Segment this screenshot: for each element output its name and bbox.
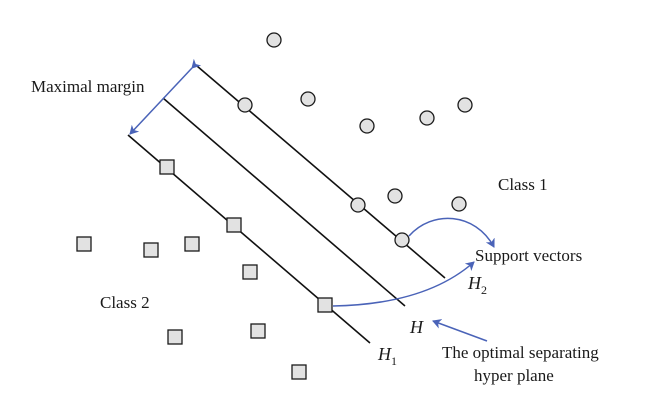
class1-label: Class 1 <box>498 175 548 194</box>
support-vector-arrow-lower <box>332 261 475 307</box>
class2-label: Class 2 <box>100 293 150 312</box>
class1-support-vector <box>394 232 410 248</box>
class2-support-vector <box>226 217 242 233</box>
support-vectors-label: Support vectors <box>475 246 582 265</box>
class2-point <box>184 236 200 252</box>
class1-point <box>451 196 467 212</box>
optimal-hyperplane-label-line1: The optimal separating <box>442 343 599 362</box>
class1-points <box>237 32 473 248</box>
class2-point <box>167 329 183 345</box>
maximal-margin-label: Maximal margin <box>31 77 145 96</box>
class2-point <box>250 323 266 339</box>
hyperplane-h-line <box>162 97 406 307</box>
class1-point <box>387 188 403 204</box>
hyperplane-h2-label: H2 <box>467 273 487 297</box>
hyperplane-h1-label: H1 <box>377 344 397 368</box>
hyperplane-h2-line <box>196 65 446 279</box>
class1-point <box>237 97 253 113</box>
class2-point <box>242 264 258 280</box>
class2-support-vector <box>317 297 333 313</box>
class1-support-vector <box>350 197 366 213</box>
class1-point <box>266 32 282 48</box>
optimal-hyperplane-label-line2: hyper plane <box>474 366 554 385</box>
class1-point <box>300 91 316 107</box>
class2-point <box>143 242 159 258</box>
optimal-hyperplane-arrow <box>432 319 488 342</box>
class2-point <box>76 236 92 252</box>
hyperplane-h-label: H <box>409 317 424 337</box>
class1-point <box>419 110 435 126</box>
support-vector-arrow-upper <box>408 217 495 248</box>
class1-point <box>359 118 375 134</box>
class2-support-vector <box>159 159 175 175</box>
class2-point <box>291 364 307 380</box>
maximal-margin-arrow <box>129 58 202 135</box>
class2-points <box>76 159 333 380</box>
class1-point <box>457 97 473 113</box>
